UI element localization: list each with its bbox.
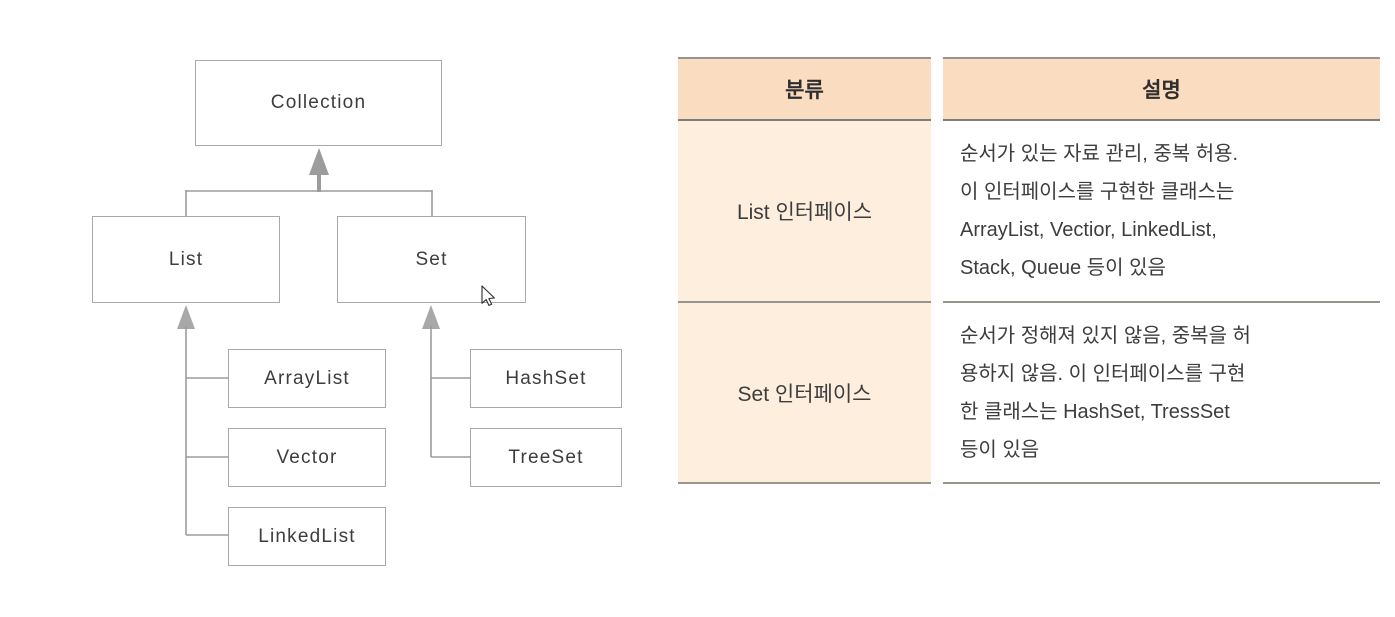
edge-children-to-collection [185, 148, 433, 216]
interface-summary-table: 분류 설명 List 인터페이스 순서가 있는 자료 관리, 중복 허용. 이 … [678, 57, 1380, 484]
collection-hierarchy-diagram: Collection List Set ArrayList Vector Lin… [0, 0, 660, 617]
node-treeset: TreeSet [470, 428, 622, 487]
node-linkedlist: LinkedList [228, 507, 386, 566]
table-cell-category-set: Set 인터페이스 [678, 303, 931, 484]
node-list: List [92, 216, 280, 303]
node-vector: Vector [228, 428, 386, 487]
table-cell-description-list: 순서가 있는 자료 관리, 중복 허용. 이 인터페이스를 구현한 클래스는 A… [943, 121, 1380, 303]
edge-children-to-set [422, 305, 471, 458]
table-cell-description-set: 순서가 정해져 있지 않음, 중복을 허 용하지 않음. 이 인터페이스를 구현… [943, 303, 1380, 484]
table-header-description: 설명 [943, 57, 1380, 121]
table-header-category: 분류 [678, 57, 931, 121]
node-arraylist: ArrayList [228, 349, 386, 408]
table-cell-category-list: List 인터페이스 [678, 121, 931, 303]
arrowhead-up-list [177, 305, 195, 329]
edge-children-to-list [177, 305, 229, 536]
node-set: Set [337, 216, 526, 303]
arrowhead-up-collection [309, 148, 329, 175]
node-collection: Collection [195, 60, 442, 146]
arrowhead-up-set [422, 305, 440, 329]
node-hashset: HashSet [470, 349, 622, 408]
